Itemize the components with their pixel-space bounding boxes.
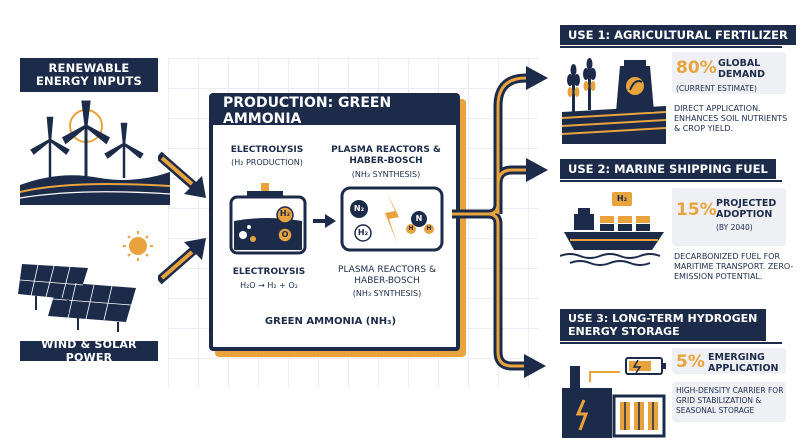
arrowhead-use1-icon — [526, 66, 548, 90]
use3-stat-box — [672, 348, 786, 374]
input-arrows — [158, 151, 206, 285]
plasma-subtitle: (NH₃ SYNTHESIS) — [351, 170, 421, 179]
use1-stat-subtitle: (CURRENT ESTIMATE) — [676, 84, 757, 93]
wind-turbines-illustration — [20, 100, 170, 205]
use2-underline — [560, 180, 782, 182]
use2-header: USE 2: MARINE SHIPPING FUEL — [560, 159, 776, 179]
factory-icon — [562, 366, 612, 438]
arrow-up-right-icon — [158, 238, 206, 285]
use1-header: USE 1: AGRICULTURAL FERTILIZER — [560, 25, 796, 45]
turbine-icon — [30, 116, 70, 182]
use1-underline — [560, 46, 782, 48]
wind-solar-power-text: WIND & SOLAR POWER — [41, 338, 137, 364]
use1-description: DIRECT APPLICATION. ENHANCES SOIL NUTRIE… — [674, 104, 788, 133]
ship-h2-label: H₂ — [616, 194, 628, 203]
plasma-bottom-label: PLASMA REACTORS & HABER-BOSCH — [338, 265, 436, 286]
reactor-nh3-h1-label: H — [408, 225, 414, 232]
cargo-ship-illustration — [560, 192, 664, 266]
arrow-down-right-icon — [158, 151, 206, 198]
electrolysis-subtitle: (H₂ PRODUCTION) — [231, 158, 303, 167]
electrolysis-title: ELECTROLYSIS — [230, 145, 304, 155]
use3-description: HIGH-DENSITY CARRIER FOR GRID STABILIZAT… — [676, 386, 784, 415]
use2-stat-label: PROJECTED ADOPTION — [716, 198, 777, 220]
use3-description-box — [672, 382, 786, 422]
electrolysis-bottom-label: ELECTROLYSIS — [232, 267, 306, 277]
solar-panels-illustration — [18, 231, 153, 332]
use3-stat-label: EMERGING APPLICATION — [708, 352, 779, 374]
use2-stat-subtitle: (BY 2040) — [716, 223, 753, 232]
plasma-title: PLASMA REACTORS & HABER-BOSCH — [331, 145, 441, 166]
plasma-bottom-subtitle: (NH₃ SYNTHESIS) — [352, 289, 422, 298]
plasma-reactor-illustration — [340, 186, 444, 252]
reactor-n2-label: N₂ — [353, 204, 365, 213]
arrow-right-icon — [313, 214, 336, 228]
storage-tanks-icon — [612, 394, 666, 438]
crops-field-illustration — [562, 58, 666, 144]
tank-h2-label: H₂ — [279, 209, 291, 218]
arrowhead-use3-icon — [524, 354, 546, 378]
use2-description: DECARBONIZED FUEL FOR MARITIME TRANSPORT… — [674, 252, 794, 281]
battery-icon — [625, 357, 666, 375]
reactor-nh3-h2-label: H — [426, 225, 432, 232]
sun-icon — [123, 231, 153, 261]
use1-stat-box — [672, 52, 786, 94]
electrolysis-tank-illustration — [229, 183, 307, 255]
renewable-inputs-text: RENEWABLE ENERGY INPUTS — [35, 61, 143, 88]
use1-percent: 80% — [676, 58, 717, 78]
arrowhead-use2-icon — [526, 158, 548, 182]
wind-solar-power-title: WIND & SOLAR POWER — [20, 338, 158, 364]
use3-percent: 5% — [676, 352, 705, 372]
use3-header: USE 3: LONG-TERM HYDROGEN ENERGY STORAGE — [560, 309, 766, 341]
tank-o-label: O — [281, 230, 289, 239]
distribution-arrows — [452, 66, 548, 378]
renewable-inputs-title: RENEWABLE ENERGY INPUTS — [20, 58, 158, 92]
electrolysis-equation: H₂O → H₂ + O₂ — [240, 281, 298, 290]
reactor-h2-label: H₂ — [357, 228, 369, 237]
use1-stat-label: GLOBAL DEMAND — [718, 58, 766, 80]
use2-percent: 15% — [676, 200, 717, 220]
fertilizer-bag-icon — [616, 60, 654, 112]
use2-stat-box — [672, 188, 786, 246]
production-title: PRODUCTION: GREEN AMMONIA — [213, 95, 456, 127]
energy-storage-illustration — [562, 357, 666, 438]
use3-underline — [560, 342, 782, 344]
reactor-nh3-n-label: N — [415, 214, 423, 223]
green-ammonia-output-label: GREEN AMMONIA (NH₃) — [264, 315, 397, 327]
production-panel: PRODUCTION: GREEN AMMONIA ELECTROLYSIS (… — [209, 93, 460, 351]
wheat-icon — [567, 58, 596, 112]
